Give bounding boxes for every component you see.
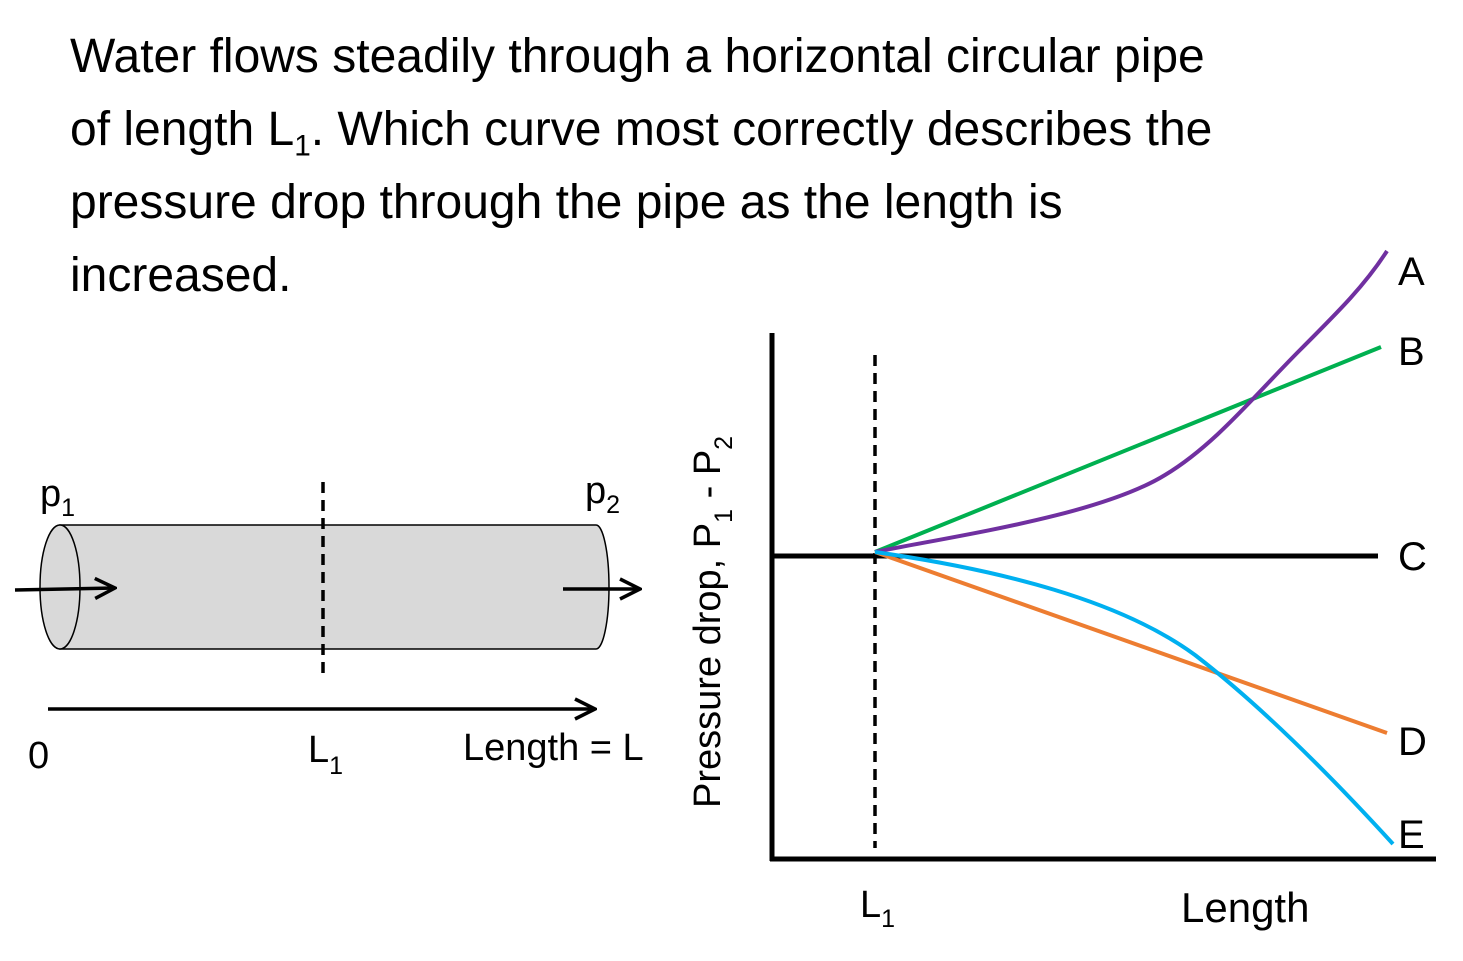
- pressure-drop-chart: A B C D E Pressure drop, P1 - P2 L1 Leng…: [687, 249, 1436, 933]
- axis-start-label: 0: [28, 735, 49, 777]
- question-line-2: of length L1. Which curve most correctly…: [70, 93, 1410, 166]
- pipe-inlet-end: [39, 524, 81, 650]
- axis-end-label: Length = L: [463, 727, 644, 769]
- outlet-pressure-label: p2: [585, 470, 620, 519]
- pipe-diagram: p1 p2 0 L1 Length = L: [14, 470, 644, 780]
- question-line-1: Water flows steadily through a horizonta…: [70, 30, 1205, 83]
- question-line-3: pressure drop through the pipe as the le…: [70, 176, 1063, 229]
- chart-ylabel: Pressure drop, P1 - P2: [687, 436, 738, 808]
- curve-e: [874, 550, 1395, 846]
- question-text: Water flows steadily through a horizonta…: [70, 20, 1410, 312]
- chart-x-marker-label: L1: [860, 884, 895, 933]
- curve-label-b: B: [1398, 330, 1425, 374]
- pipe-marker-label: L1: [308, 729, 343, 780]
- inlet-flow-arrow: [14, 588, 115, 590]
- pipe-body: [59, 524, 610, 650]
- question-line-2-end: . Which curve most correctly describes t…: [310, 103, 1213, 156]
- curve-label-a: A: [1398, 250, 1425, 294]
- curve-b: [874, 345, 1382, 554]
- curve-a: [874, 249, 1389, 554]
- question-line-4: increased.: [70, 249, 292, 302]
- chart-xlabel: Length: [1181, 884, 1309, 931]
- curve-label-d: D: [1398, 720, 1427, 764]
- curve-label-e: E: [1398, 813, 1425, 857]
- question-line-2-start: of length L: [70, 103, 295, 156]
- inlet-pressure-label: p1: [40, 473, 75, 522]
- curve-label-c: C: [1398, 535, 1427, 579]
- curve-d: [874, 550, 1388, 735]
- question-subscript: 1: [294, 129, 311, 163]
